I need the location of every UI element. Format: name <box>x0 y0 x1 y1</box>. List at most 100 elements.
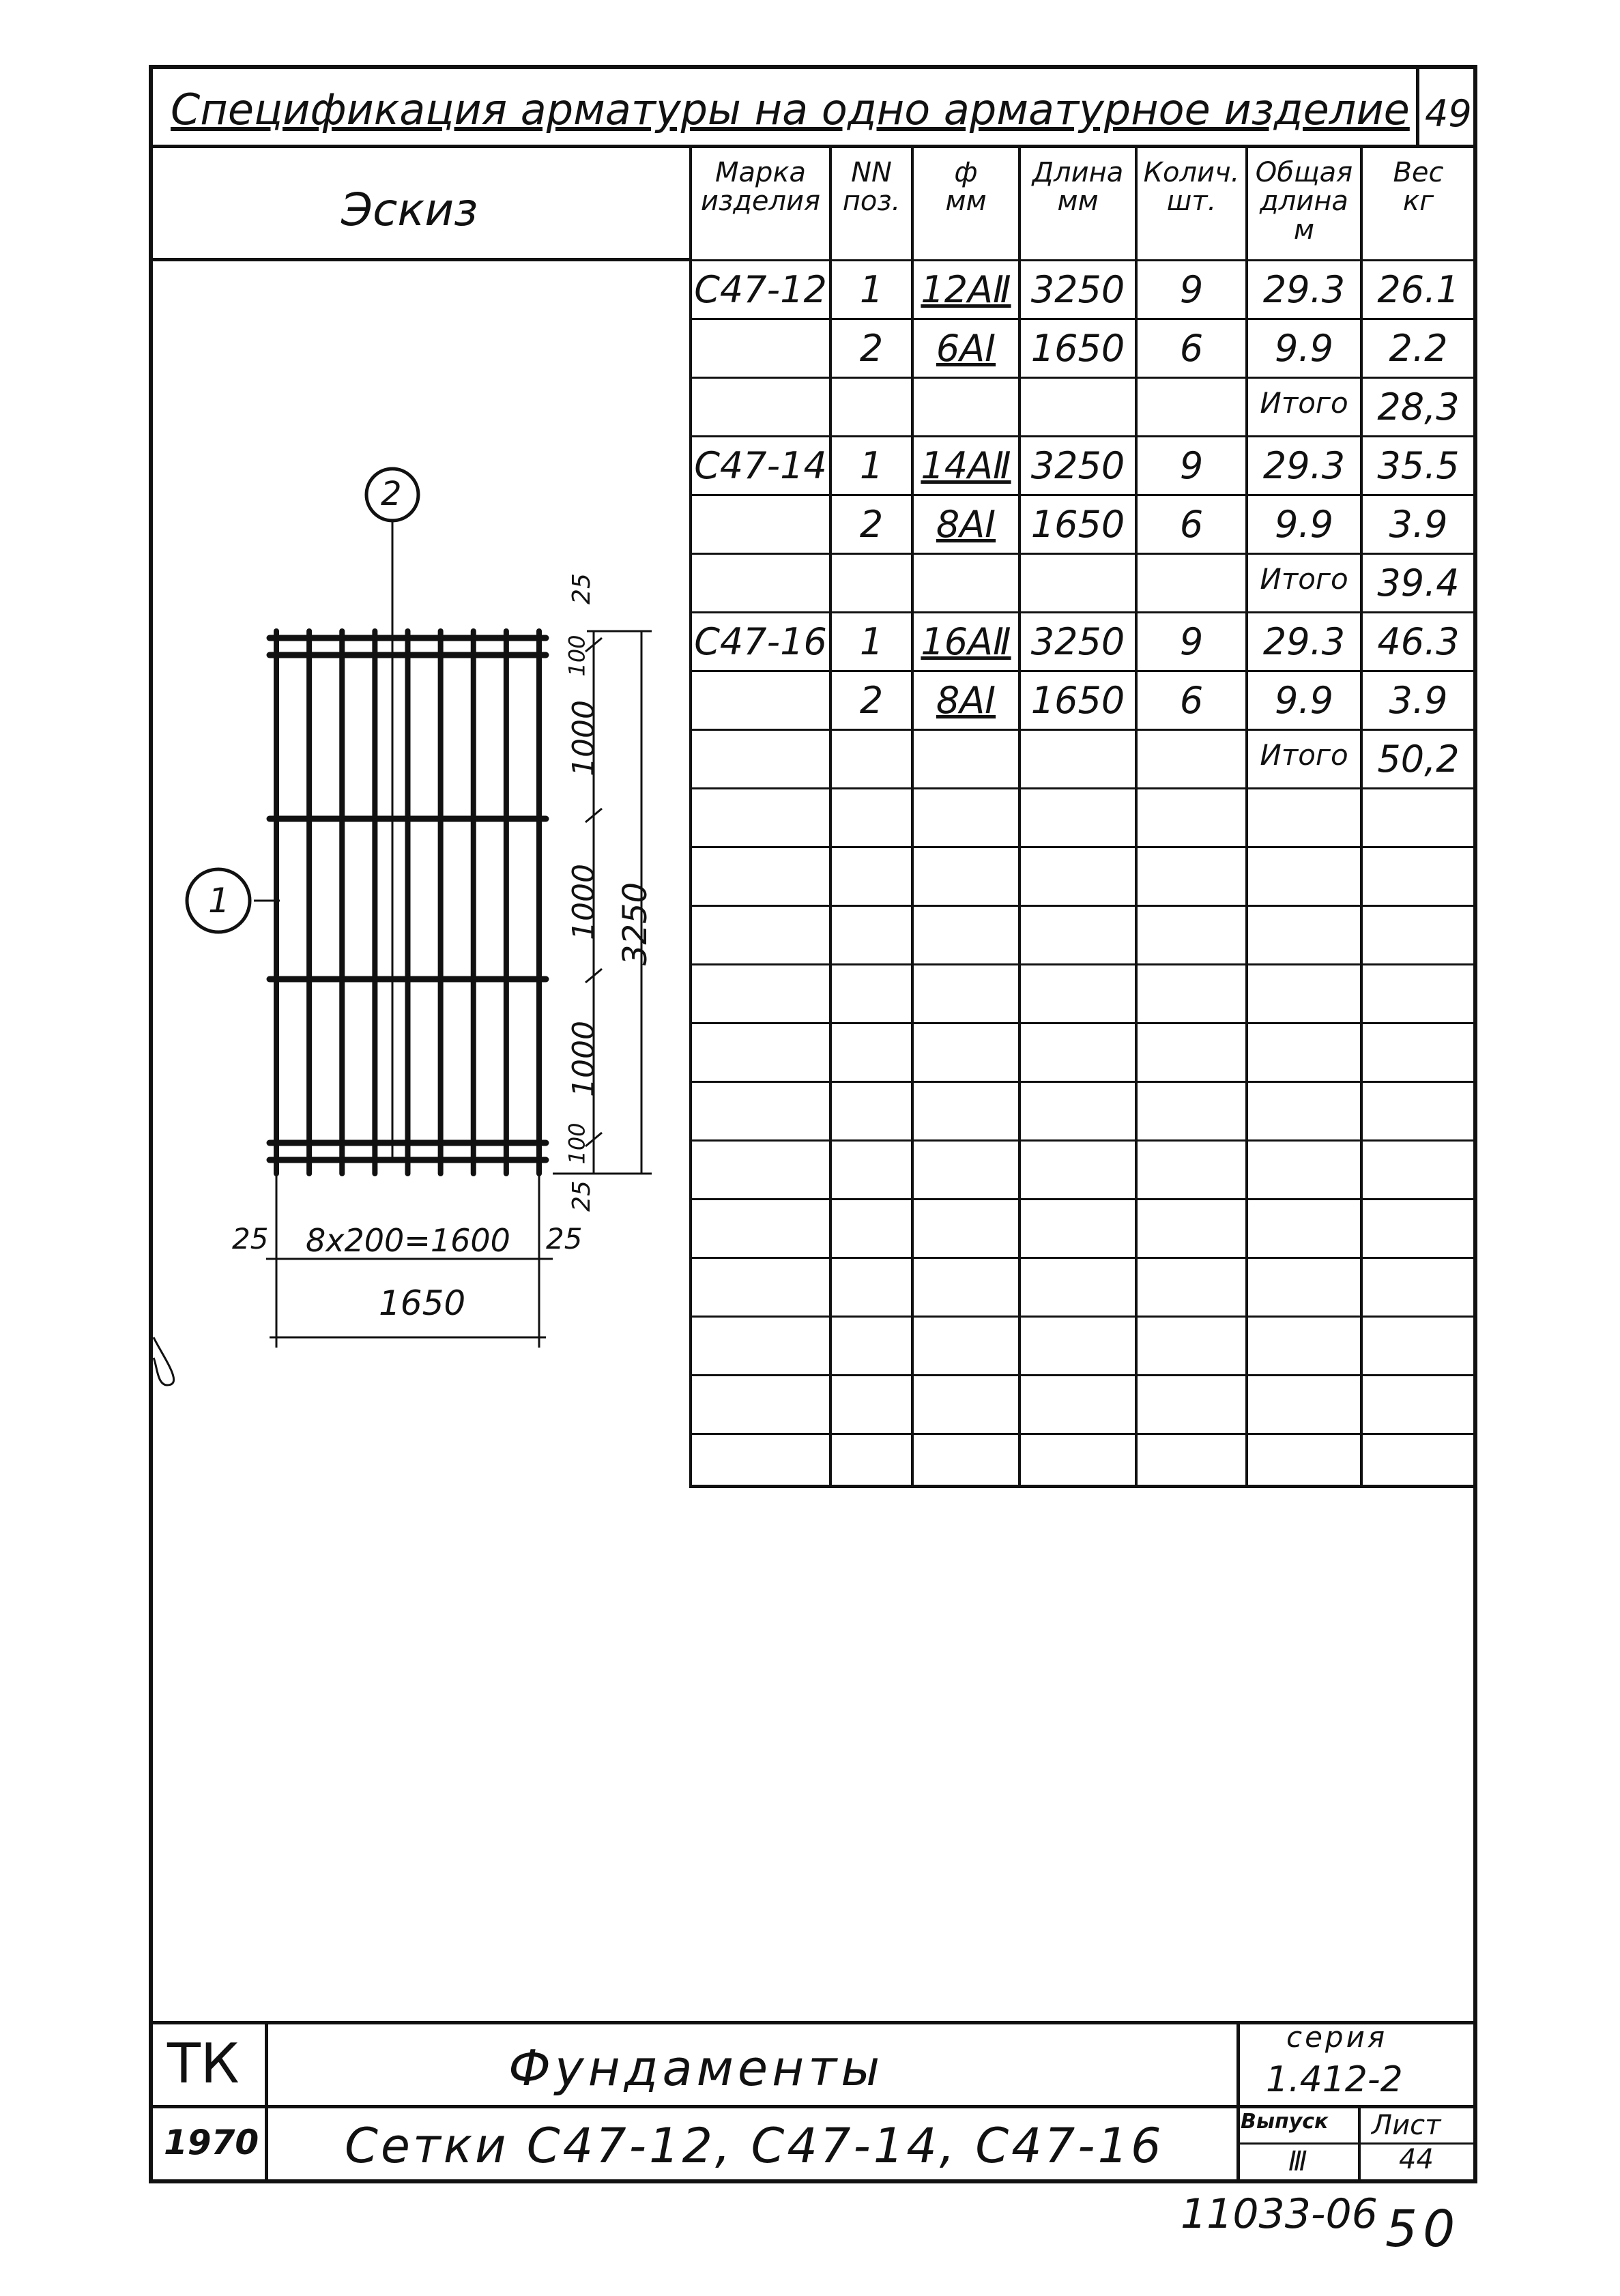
mesh-bars <box>266 628 549 1176</box>
dim-left-25: 25 <box>232 1222 269 1255</box>
titleblock-right-divider <box>1236 2021 1240 2182</box>
table-row-line <box>689 259 1477 261</box>
table-cell-weight: 3.9 <box>1389 679 1448 722</box>
dim-bottom-25: 25 <box>567 1180 596 1212</box>
table-row-line <box>689 1433 1477 1435</box>
dim-1000-b: 1000 <box>566 864 601 940</box>
table-col-line <box>1474 147 1477 1485</box>
dim-top-25: 25 <box>567 573 596 605</box>
table-row-line <box>689 553 1477 555</box>
table-row-line <box>689 1198 1477 1200</box>
table-row-line <box>689 1257 1477 1259</box>
sketch-label: Эскиз <box>341 184 478 236</box>
table-col-line <box>1018 147 1021 1485</box>
table-row-line <box>689 729 1477 731</box>
table-row-line <box>689 611 1477 613</box>
table-cell-length: 3250 <box>1030 268 1125 311</box>
year: 1970 <box>164 2123 259 2162</box>
title-divider <box>1416 68 1419 147</box>
titleblock-sheet-divider <box>1358 2107 1361 2182</box>
titleblock-issue-line <box>1239 2142 1474 2145</box>
dim-1000-a: 1000 <box>566 700 601 776</box>
table-cell-total: 29.3 <box>1262 268 1346 311</box>
callout-2-label: 2 <box>381 475 402 513</box>
table-cell-length: 1650 <box>1030 327 1125 370</box>
dim-1000-c: 1000 <box>566 1021 601 1097</box>
table-cell-total: 29.3 <box>1262 620 1346 663</box>
titleblock-top-line <box>151 2021 1475 2024</box>
table-cell-dia: 8АⅠ <box>936 679 996 722</box>
table-cell-pos: 1 <box>859 444 884 487</box>
table-cell-total: 29.3 <box>1262 444 1346 487</box>
table-cell-dia: 8АⅠ <box>936 503 996 546</box>
table-cell-dia: 14АⅡ <box>921 444 1011 487</box>
table-header-text: ф <box>954 157 978 188</box>
table-row-line <box>689 377 1477 379</box>
dim-overall-width: 1650 <box>379 1283 466 1323</box>
dim-right-25: 25 <box>546 1222 583 1255</box>
table-cell-dia: 6АⅠ <box>936 327 996 370</box>
table-cell-pos: 1 <box>859 268 884 311</box>
table-cell-mark: С47-16 <box>694 620 827 663</box>
dim-bottom-100: 100 <box>564 1122 590 1165</box>
table-row-line <box>689 318 1477 320</box>
issue-value: Ⅲ <box>1288 2146 1307 2177</box>
header-bottom-line <box>151 145 1475 148</box>
table-cell-weight: 39.4 <box>1377 562 1460 605</box>
sheet-label: Лист <box>1372 2110 1441 2141</box>
callout-circles <box>185 467 420 934</box>
table-header-text: мм <box>1057 186 1099 217</box>
table-cell-length: 1650 <box>1030 503 1125 546</box>
table-row-line <box>689 846 1477 848</box>
issue-label: Выпуск <box>1241 2110 1329 2134</box>
dim-spacing: 8х200=1600 <box>306 1222 510 1259</box>
table-header-text: изделия <box>700 186 821 217</box>
table-cell-pos: 2 <box>859 327 884 370</box>
table-cell-length: 3250 <box>1030 444 1125 487</box>
titleblock-mid-line <box>151 2105 1475 2108</box>
table-header-text: Вес <box>1393 157 1444 188</box>
table-cell-qty: 9 <box>1179 444 1204 487</box>
org-code: ТК <box>167 2032 240 2095</box>
dim-overall-height: 3250 <box>616 882 655 966</box>
table-cell-weight: 46.3 <box>1377 620 1460 663</box>
table-header-text: кг <box>1402 186 1434 217</box>
table-header-text: мм <box>945 186 987 217</box>
table-cell-dia: 16АⅡ <box>921 620 1011 663</box>
table-header-text: длина <box>1260 186 1348 217</box>
table-cell-weight: 3.9 <box>1389 503 1448 546</box>
table-cell-total: 9.9 <box>1275 327 1333 370</box>
sheet-value: 44 <box>1399 2144 1434 2175</box>
table-cell-length: 1650 <box>1030 679 1125 722</box>
table-col-line <box>829 147 832 1485</box>
page-number: 49 <box>1425 92 1472 135</box>
table-row-line <box>689 963 1477 965</box>
callout-circle-2 <box>364 467 420 523</box>
table-row-line <box>689 494 1477 496</box>
table-row-line <box>689 1374 1477 1376</box>
table-cell-dia: 12АⅡ <box>921 268 1011 311</box>
table-cell-pos: 2 <box>859 503 884 546</box>
table-col-line <box>911 147 914 1485</box>
table-cell-qty: 6 <box>1179 503 1204 546</box>
table-col-line <box>689 147 692 1485</box>
sketch-header-line <box>151 258 691 261</box>
table-cell-qty: 6 <box>1179 327 1204 370</box>
table-cell-weight: 35.5 <box>1377 444 1460 487</box>
table-header-text: NN <box>851 157 892 188</box>
table-cell-weight: 50,2 <box>1377 738 1460 781</box>
table-row-line <box>689 905 1477 907</box>
table-cell-total: Итого <box>1260 738 1348 772</box>
table-cell-total: 9.9 <box>1275 679 1333 722</box>
callout-circle-1 <box>185 867 252 934</box>
table-cell-mark: С47-14 <box>694 444 827 487</box>
table-row-line <box>689 1316 1477 1318</box>
spec-title: Спецификация арматуры на одно арматурное… <box>171 85 1410 134</box>
